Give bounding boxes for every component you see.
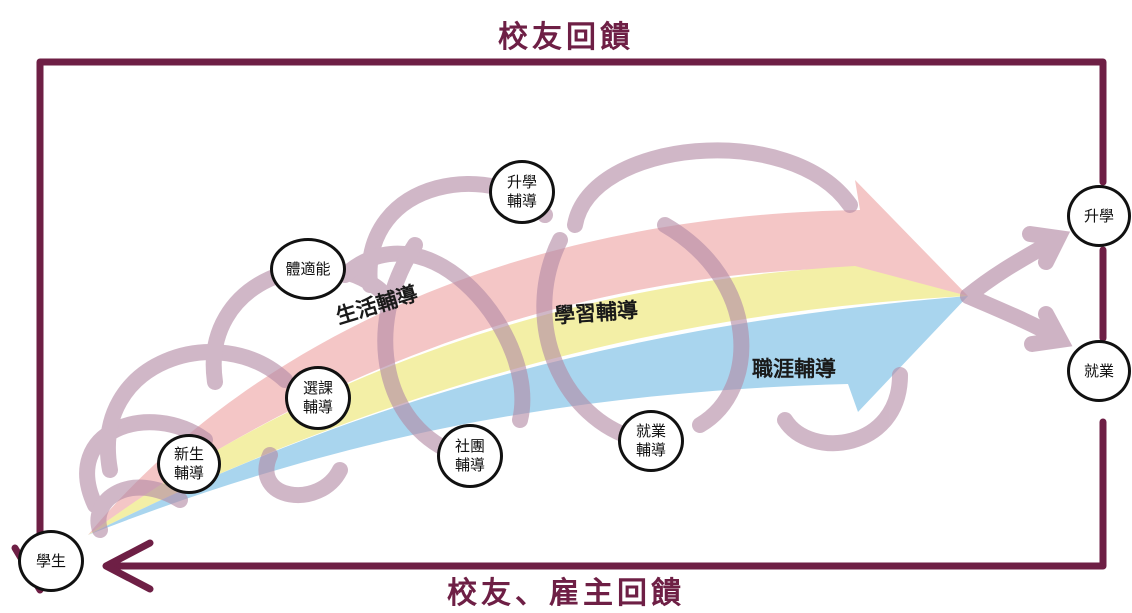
club-line-2: 輔導 <box>454 456 485 474</box>
course-guidance-node: 選課 輔導 <box>285 366 351 430</box>
club-line-1: 社團 <box>454 437 485 455</box>
course-line-2: 輔導 <box>302 398 333 416</box>
loop-8 <box>536 232 648 448</box>
student-label: 學生 <box>35 551 66 570</box>
freshman-line-2: 輔導 <box>173 464 204 482</box>
alumni-employer-feedback-caption: 校友、雇主回饋 <box>447 576 685 611</box>
life-guidance-band <box>88 180 968 535</box>
further-study-outcome-node: 升學 <box>1067 185 1131 247</box>
freshman-line-1: 新生 <box>173 445 204 463</box>
loop-7 <box>377 237 468 463</box>
employment-outcome-label: 就業 <box>1083 361 1114 380</box>
loop-12 <box>258 447 348 503</box>
outcome-arrows <box>960 226 1073 352</box>
loop-9 <box>657 217 750 433</box>
employment-outcome-node: 就業 <box>1067 340 1131 402</box>
loop-5 <box>567 142 858 233</box>
freshman-guidance-text: 新生 輔導 <box>174 445 204 483</box>
course-line-1: 選課 <box>302 379 333 397</box>
arrow-to-further-study-head-icon <box>1022 226 1071 270</box>
further-study-guidance-text: 升學 輔導 <box>507 173 537 211</box>
further-study-guidance-node: 升學 輔導 <box>489 160 555 224</box>
loop-2 <box>100 344 293 478</box>
student-node: 學生 <box>18 530 84 592</box>
bottom-feedback-line <box>106 418 1107 570</box>
employment-guidance-node: 就業 輔導 <box>618 410 684 472</box>
career-guidance-label: 職涯輔導 <box>752 357 836 381</box>
course-guidance-text: 選課 輔導 <box>303 379 333 417</box>
bottom-feedback-arrowhead-icon <box>102 539 154 593</box>
study-guidance-label: 學習輔導 <box>553 298 639 328</box>
fitness-node: 體適能 <box>270 238 346 300</box>
club-guidance-text: 社團 輔導 <box>455 437 485 475</box>
loop-6 <box>337 245 531 428</box>
freshman-guidance-node: 新生 輔導 <box>157 434 221 494</box>
top-feedback-line <box>36 58 1107 589</box>
study-guidance-band <box>88 266 968 535</box>
further-study-guidance-line-1: 升學 <box>506 173 537 191</box>
alumni-feedback-caption: 校友回饋 <box>498 20 634 55</box>
employment-guidance-text: 就業 輔導 <box>636 422 666 460</box>
employment-guidance-line-2: 輔導 <box>635 441 666 459</box>
further-study-outcome-label: 升學 <box>1083 206 1114 225</box>
fitness-label: 體適能 <box>285 259 331 278</box>
employment-guidance-line-1: 就業 <box>635 422 666 440</box>
loop-11 <box>90 479 188 538</box>
loop-10 <box>777 367 908 452</box>
arrow-to-employment-head-icon <box>1024 306 1073 352</box>
further-study-guidance-line-2: 輔導 <box>506 192 537 210</box>
club-guidance-node: 社團 輔導 <box>437 424 503 488</box>
